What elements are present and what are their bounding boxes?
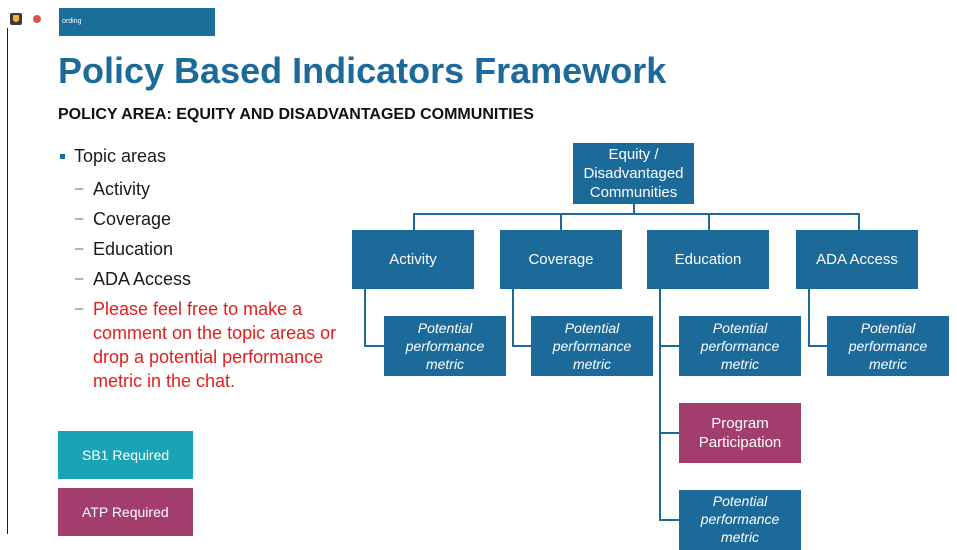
root-node-equity: Equity / Disadvantaged Communities: [573, 143, 694, 204]
feedback-note: –Please feel free to make a comment on t…: [75, 299, 337, 391]
dash-icon: –: [75, 270, 84, 287]
topic-node-coverage: Coverage: [500, 230, 622, 289]
connector-line: [808, 345, 828, 347]
topic-node-activity: Activity: [352, 230, 474, 289]
connector-line: [659, 289, 661, 521]
program-participation-node: Program Participation: [679, 403, 801, 463]
dash-icon: –: [75, 240, 84, 257]
slide-subtitle: POLICY AREA: EQUITY AND DISADVANTAGED CO…: [58, 106, 534, 123]
connector-line: [659, 345, 680, 347]
connector-line: [364, 289, 366, 346]
dash-icon: –: [75, 210, 84, 227]
slide-title: Policy Based Indicators Framework: [58, 50, 667, 91]
legend-atp-required: ATP Required: [58, 488, 193, 536]
connector-line: [808, 289, 810, 346]
bullet-label: Topic areas: [74, 146, 167, 166]
record-indicator-icon[interactable]: [33, 15, 41, 23]
connector-line: [858, 213, 860, 230]
metric-node-coverage: Potential performance metric: [531, 316, 653, 376]
dash-icon: –: [75, 180, 84, 197]
connector-line: [364, 345, 384, 347]
topic-list: Topic areas –Activity –Coverage –Educati…: [60, 146, 340, 393]
connector-line: [413, 213, 415, 230]
metric-node-activity: Potential performance metric: [384, 316, 506, 376]
square-bullet-icon: [60, 154, 65, 159]
topic-node-education: Education: [647, 230, 769, 289]
connector-line: [413, 213, 859, 215]
connector-line: [708, 213, 710, 230]
topic-node-ada-access: ADA Access: [796, 230, 918, 289]
dash-icon: –: [75, 300, 84, 317]
shield-icon[interactable]: [10, 13, 22, 25]
indicator-diagram: Equity / Disadvantaged Communities Activ…: [352, 143, 949, 550]
connector-line: [659, 519, 680, 521]
sub-item-activity: –Activity: [60, 174, 340, 204]
metric-node-ada-access: Potential performance metric: [827, 316, 949, 376]
sub-item-ada-access: –ADA Access: [60, 264, 340, 294]
metric-node-education-2: Potential performance metric: [679, 490, 801, 550]
recording-overlay: ording: [0, 0, 220, 36]
connector-line: [633, 204, 635, 214]
legend-sb1-required: SB1 Required: [58, 431, 193, 479]
left-border: [7, 28, 8, 534]
connector-line: [512, 289, 514, 346]
sub-item-coverage: –Coverage: [60, 204, 340, 234]
sub-item-education: –Education: [60, 234, 340, 264]
connector-line: [659, 432, 680, 434]
metric-node-education: Potential performance metric: [679, 316, 801, 376]
connector-line: [512, 345, 532, 347]
bullet-topic-areas: Topic areas: [60, 146, 340, 167]
connector-line: [560, 213, 562, 230]
recording-chip[interactable]: ording: [59, 8, 215, 36]
